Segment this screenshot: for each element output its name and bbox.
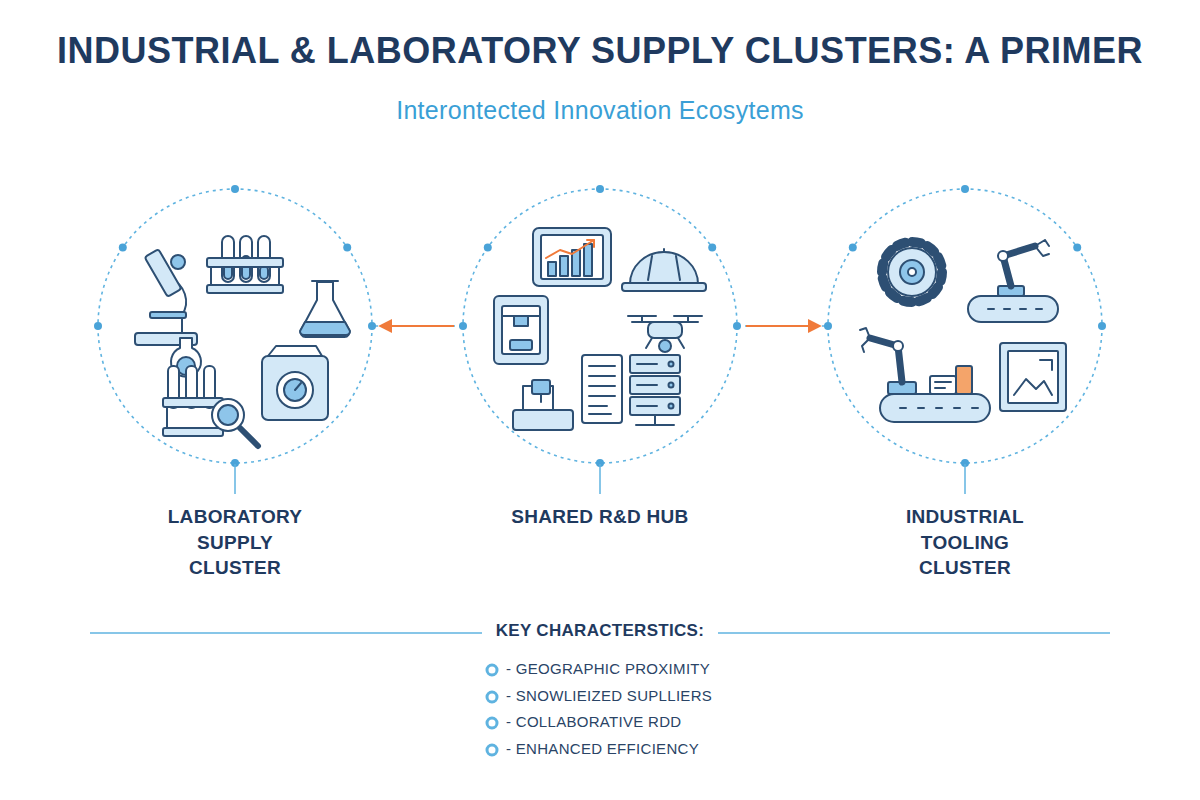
cluster-circle: INDUSTRIAL TOOLING CLUSTER	[827, 188, 1103, 464]
flow-arrow	[373, 326, 462, 327]
circle-outline	[827, 188, 1103, 464]
ring-dot	[484, 243, 492, 251]
ring-dot	[368, 322, 376, 330]
cluster-label-block: SHARED R&D HUB	[470, 504, 730, 530]
ring-dot	[961, 185, 969, 193]
ring-dot	[231, 185, 239, 193]
section-heading: KEY CHARACTERSTICS:	[482, 621, 718, 641]
dashed-link	[738, 325, 827, 327]
list-item: - ENHANCED EFFICIENCY	[506, 740, 699, 757]
cluster-label: SHARED R&D HUB	[470, 504, 730, 530]
cluster-circle: LABORATORY SUPPLY CLUSTER	[97, 188, 373, 464]
dashed-ring	[463, 189, 737, 463]
hub-icons	[494, 228, 706, 430]
ring-dot	[733, 322, 741, 330]
list-item: - GEOGRAPHIC PROXIMITY	[506, 660, 710, 677]
industrial-icons	[860, 240, 1066, 422]
ring-dot	[1098, 322, 1106, 330]
cluster-label-block: LABORATORY SUPPLY CLUSTER	[165, 504, 305, 581]
subtitle: Interontected Innovation Ecosytems	[0, 96, 1200, 125]
cluster-circle: SHARED R&D HUB	[462, 188, 738, 464]
dashed-ring	[98, 189, 372, 463]
ring-dot	[1073, 243, 1081, 251]
stem-line	[234, 464, 236, 494]
ring-dot	[94, 322, 102, 330]
ring-dot	[459, 322, 467, 330]
cluster-label: LABORATORY SUPPLY CLUSTER	[165, 504, 305, 581]
title: INDUSTRIAL & LABORATORY SUPPLY CLUSTERS:…	[0, 30, 1200, 72]
list-item: - SNOWLIEIZED SUPLLIERS	[506, 687, 712, 704]
arrow-line	[381, 325, 454, 327]
dashed-link	[373, 325, 462, 327]
circle-outline	[97, 188, 373, 464]
ring-dot	[596, 185, 604, 193]
ring-dot	[849, 243, 857, 251]
cluster-label-block: INDUSTRIAL TOOLING CLUSTER	[895, 504, 1035, 581]
dashed-ring	[828, 189, 1102, 463]
bullet-dots	[487, 665, 497, 755]
list-item: - COLLABORATIVE RDD	[506, 713, 681, 730]
ring-dot	[119, 243, 127, 251]
ring-dot	[824, 322, 832, 330]
lab-icons	[135, 236, 350, 446]
stem-line	[599, 464, 601, 494]
circle-outline	[462, 188, 738, 464]
ring-dot	[708, 243, 716, 251]
arrow-line	[746, 325, 819, 327]
ring-dot	[343, 243, 351, 251]
flow-arrow	[738, 326, 827, 327]
cluster-label: INDUSTRIAL TOOLING CLUSTER	[895, 504, 1035, 581]
stem-line	[964, 464, 966, 494]
